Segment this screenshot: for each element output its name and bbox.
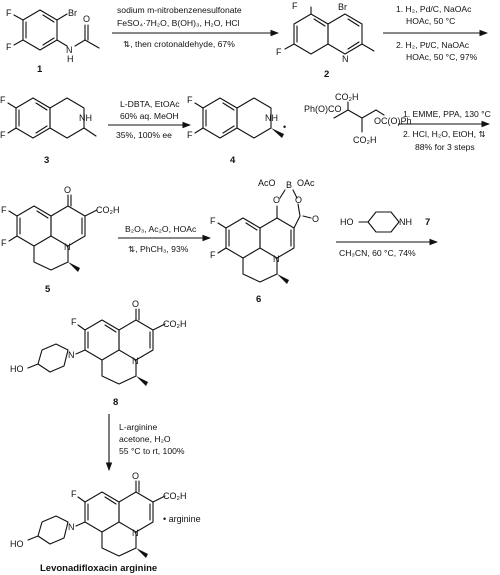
salt-dot: •: [283, 122, 286, 132]
atom-nh: NH: [399, 217, 412, 227]
atom-carboxyl: CO₂H: [163, 319, 187, 329]
atom-ho: HO: [10, 539, 24, 549]
step7-line1: L-arginine: [119, 422, 157, 432]
structure-compound-8: [27, 308, 166, 386]
step3-line1: L-DBTA, EtOAc: [120, 99, 180, 109]
atom-f: F: [187, 95, 193, 105]
atom-f: F: [187, 130, 193, 140]
atom-f: F: [6, 8, 12, 18]
atom-o: O: [273, 195, 280, 205]
atom-o: O: [132, 299, 139, 309]
atom-o: O: [83, 14, 90, 24]
step4-line1: 1. EMME, PPA, 130 °C: [403, 109, 491, 119]
atom-f: F: [71, 489, 77, 499]
step3-line3: 35%, 100% ee: [116, 130, 172, 140]
dbta-benzoyloxy: Ph(O)CO: [304, 104, 342, 114]
atom-ho: HO: [10, 364, 24, 374]
atom-nh: NH: [265, 113, 278, 123]
atom-n: N: [64, 242, 71, 252]
step5-line2: ⇅, PhCH₃, 93%: [128, 244, 189, 254]
step3-line2: 60% aq. MeOH: [120, 111, 179, 121]
compound-label-4: 4: [230, 155, 236, 166]
atom-o: O: [295, 195, 302, 205]
structure-compound-6: [217, 189, 312, 284]
atom-n: N: [68, 522, 75, 532]
step2-line4: HOAc, 50 °C, 97%: [406, 52, 478, 62]
structure-compound-4: [194, 97, 284, 139]
atom-o: O: [64, 185, 71, 195]
atom-f: F: [210, 216, 216, 226]
compound-label-3: 3: [44, 155, 49, 166]
atom-carboxyl: CO₂H: [96, 205, 120, 215]
step6-line1: CH₃CN, 60 °C, 74%: [339, 248, 416, 258]
step5-line1: B₂O₃, Ac₂O, HOAc: [125, 224, 197, 234]
atom-nh: NH: [79, 113, 92, 123]
step4-line3: 88% for 3 steps: [415, 142, 475, 152]
atom-n: N: [132, 528, 139, 538]
atom-n: N: [132, 356, 139, 366]
compound-label-2: 2: [324, 69, 329, 80]
atom-f: F: [6, 42, 12, 52]
step7-line3: 55 °C to rt, 100%: [119, 446, 185, 456]
compound-label-7: 7: [425, 217, 430, 228]
atom-f: F: [210, 250, 216, 260]
structure-final-product: [27, 480, 166, 558]
step1-line2: FeSO₄·7H₂O, B(OH)₃, H₂O, HCl: [117, 18, 240, 28]
step1-line1: sodium m-nitrobenzenesulfonate: [117, 5, 242, 15]
atom-br: Br: [68, 8, 77, 18]
structure-dbta: [333, 101, 385, 133]
step4-line2: 2. HCl, H₂O, EtOH, ⇅: [403, 129, 486, 139]
atom-carboxyl: CO₂H: [163, 491, 187, 501]
step2-line1: 1. H₂, Pd/C, NaOAc: [396, 4, 472, 14]
atom-br: Br: [338, 2, 347, 12]
compound-label-5: 5: [45, 284, 51, 295]
atom-n: N: [342, 54, 349, 64]
structure-compound-1: [13, 9, 100, 51]
atom-o: O: [132, 471, 139, 481]
dbta-carboxyl: CO₂H: [353, 135, 377, 145]
atom-n: N: [273, 254, 280, 264]
step2-line3: 2. H₂, Pt/C, NaOAc: [396, 40, 470, 50]
compound-label-6: 6: [256, 294, 261, 305]
atom-f: F: [0, 95, 6, 105]
dbta-benzoyloxy: OC(O)Ph: [374, 116, 412, 126]
atom-n: N: [68, 350, 75, 360]
step7-line2: acetone, H₂O: [119, 434, 171, 444]
atom-f: F: [1, 205, 7, 215]
atom-ho: HO: [340, 217, 354, 227]
atom-o: O: [312, 214, 319, 224]
structure-compound-7: [358, 211, 400, 233]
boron-acetoxy: AcO: [258, 178, 276, 188]
arginine-salt-label: • arginine: [163, 514, 201, 524]
atom-f: F: [1, 238, 7, 248]
compound-label-8: 8: [113, 397, 118, 408]
structure-compound-2: [284, 6, 375, 55]
compound-label-1: 1: [37, 64, 43, 75]
atom-f: F: [292, 1, 298, 11]
dbta-carboxyl: CO₂H: [335, 92, 359, 102]
structure-compound-5: [8, 194, 98, 272]
compound-label-final: Levonadifloxacin arginine: [40, 563, 157, 574]
step2-line2: HOAc, 50 °C: [406, 16, 455, 26]
atom-f: F: [71, 317, 77, 327]
boron-acetoxy: OAc: [297, 178, 315, 188]
atom-f: F: [0, 130, 6, 140]
structure-compound-3: [7, 97, 97, 139]
atom-b: B: [286, 180, 292, 190]
atom-f: F: [276, 47, 282, 57]
atom-n: N: [66, 45, 73, 55]
step1-line3: ⇅, then crotonaldehyde, 67%: [123, 39, 235, 49]
atom-h: H: [67, 54, 74, 64]
